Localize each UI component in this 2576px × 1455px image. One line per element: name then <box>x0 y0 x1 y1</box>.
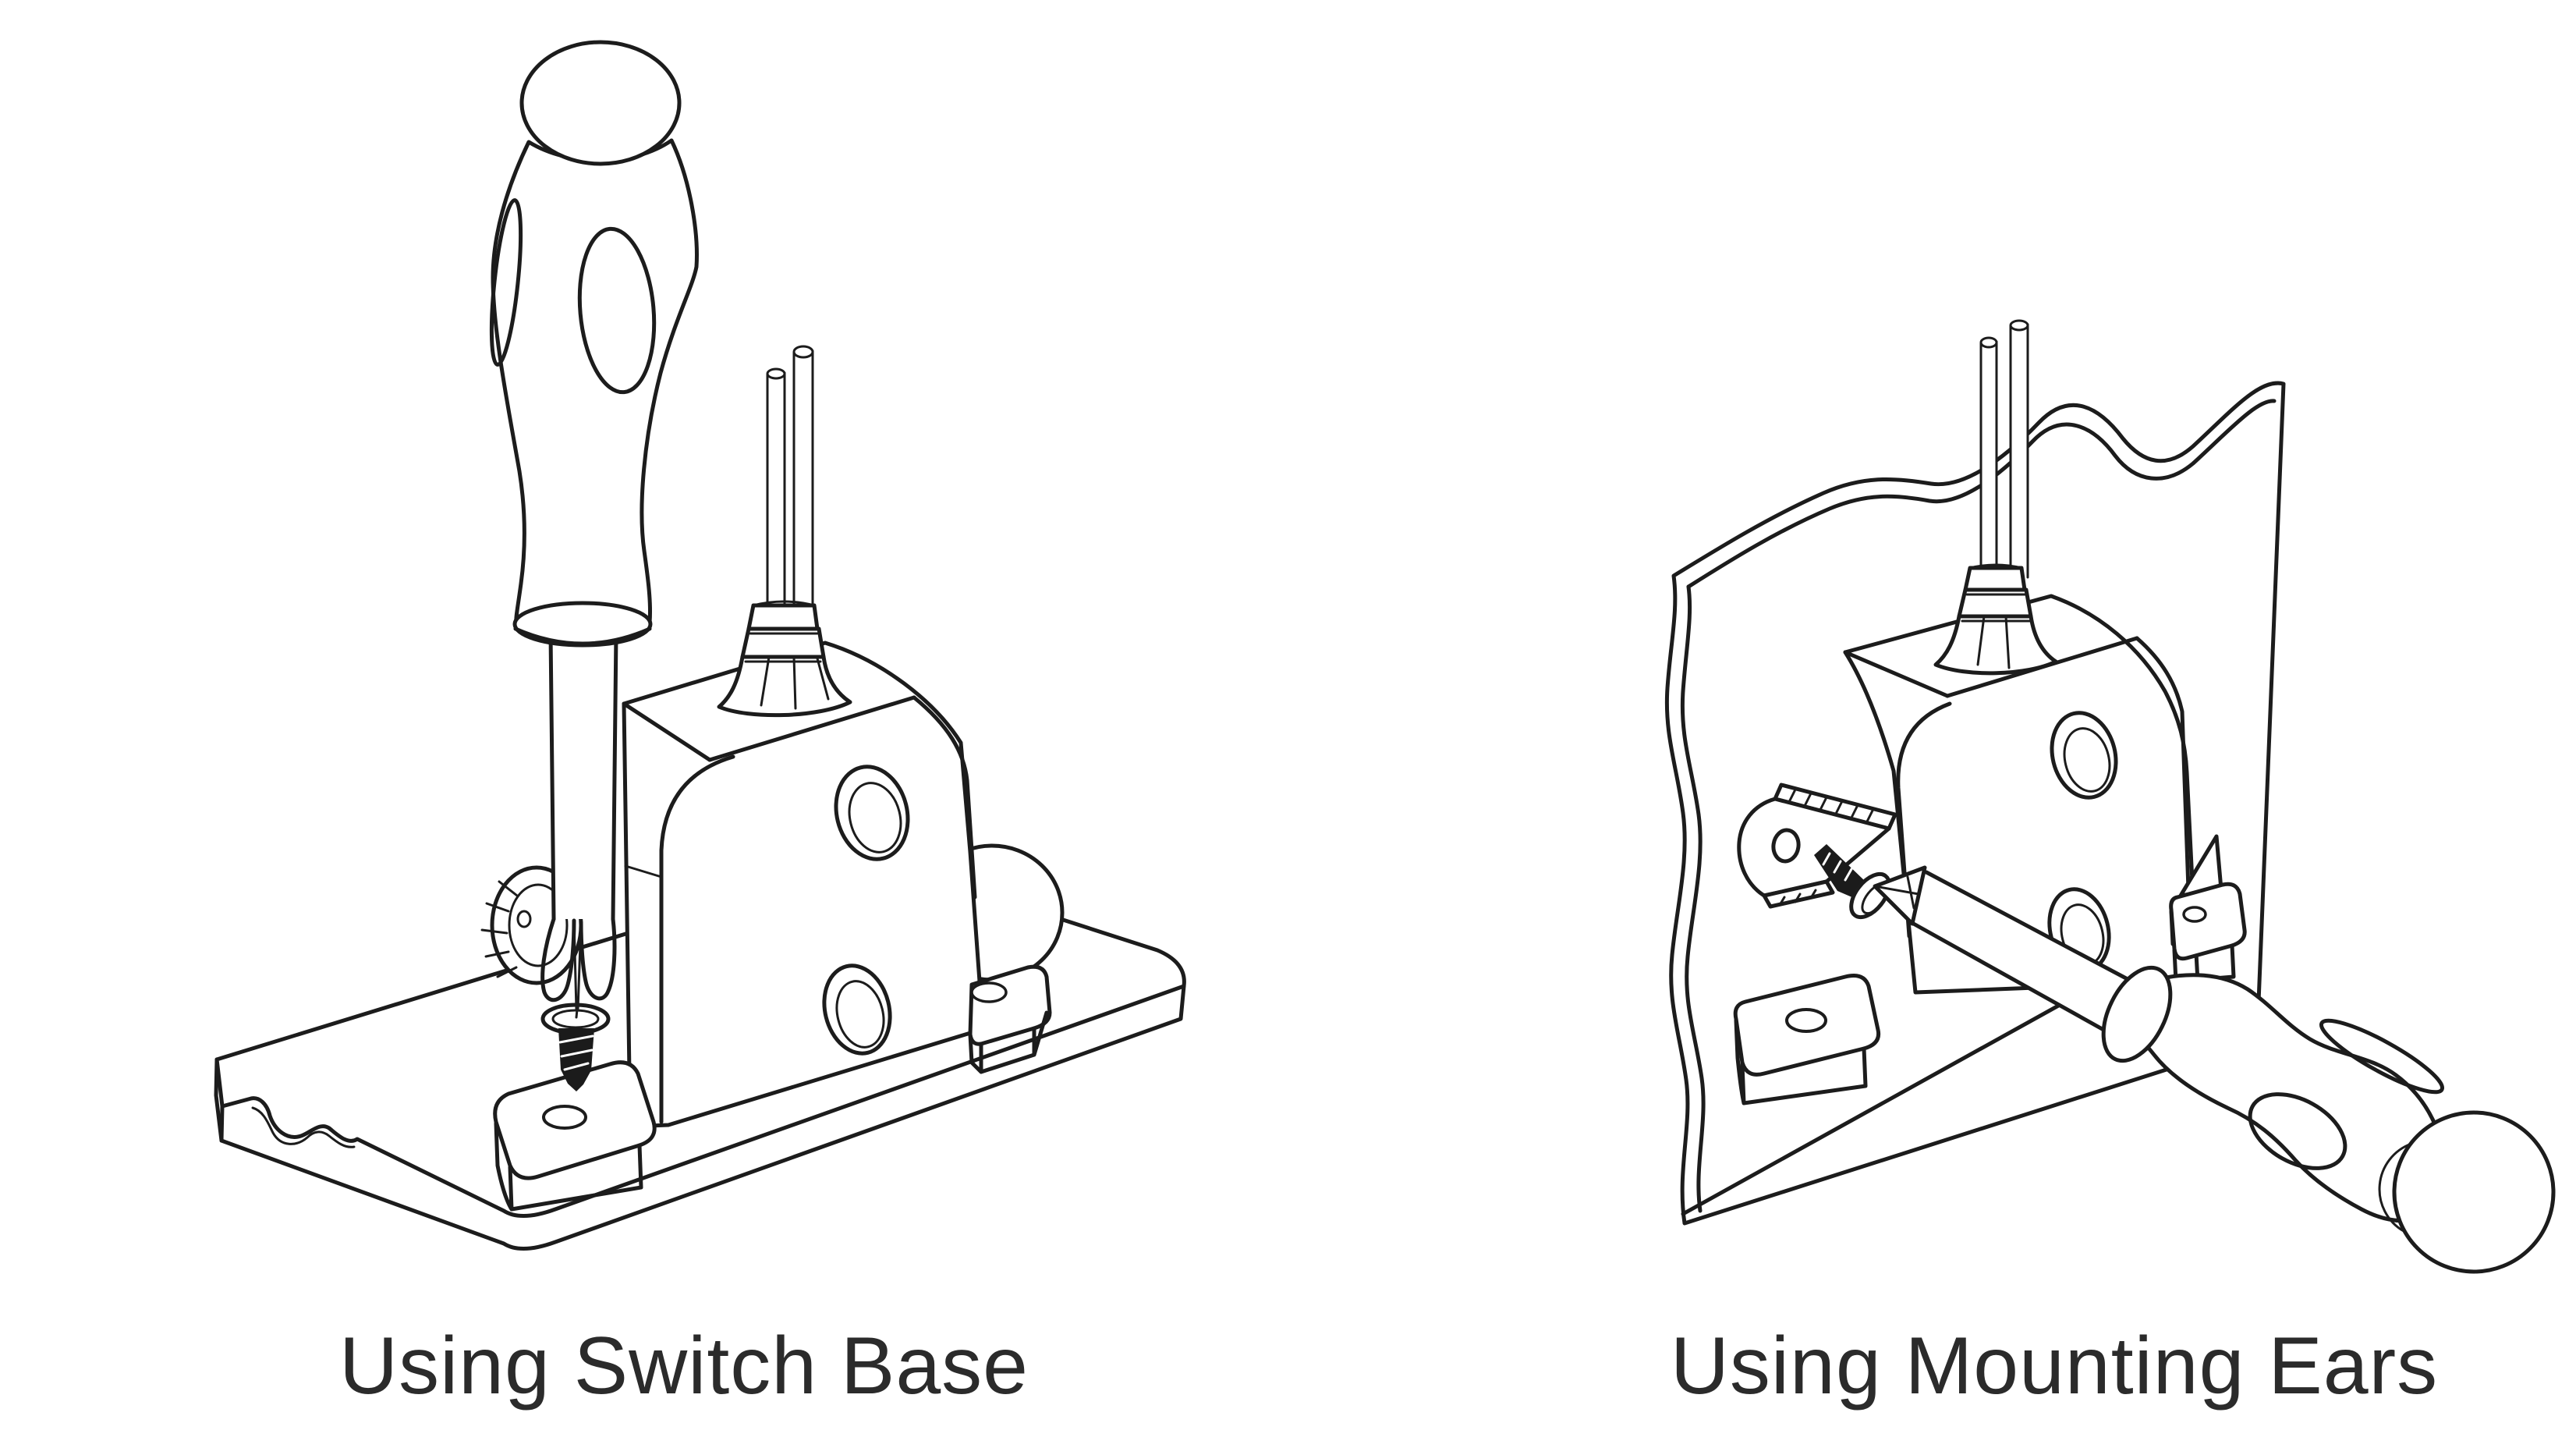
switch-hole-upper-right <box>2050 711 2118 800</box>
phillips-screw <box>540 1003 611 1091</box>
switch-hole-upper <box>834 765 910 861</box>
foot-screw-hole <box>542 1105 587 1130</box>
screwdriver-right <box>1873 865 2556 1274</box>
handle-end-cap <box>2392 1110 2556 1274</box>
handle-grip-oval <box>577 226 657 395</box>
switch-hole-lower <box>822 963 892 1056</box>
plunger-pins-right <box>1979 319 2029 580</box>
figure-mounting-ears <box>1664 319 2556 1274</box>
screwdriver <box>489 40 699 1019</box>
caption-switch-base: Using Switch Base <box>339 1321 1029 1411</box>
handle-grip-oval-right <box>2248 1092 2347 1170</box>
figure-switch-base <box>214 40 1186 1251</box>
switch-foot-left-right-fig <box>1733 974 1881 1105</box>
handle-grip-slot <box>489 198 523 367</box>
phillips-tip <box>540 917 617 1019</box>
handle-grip-slot-right <box>2319 1018 2445 1095</box>
screwdriver-handle <box>489 40 699 648</box>
plunger-collar <box>717 600 852 718</box>
phillips-tip-right <box>1873 865 1927 926</box>
switch-foot-right-right-fig <box>2169 834 2247 984</box>
switch-body <box>622 641 988 1129</box>
plunger-collar-right <box>1933 563 2058 676</box>
mounting-ear <box>1737 783 1897 909</box>
ear-screw-hole <box>1771 828 1801 864</box>
caption-mounting-ears: Using Mounting Ears <box>1671 1321 2438 1411</box>
plunger-pins <box>766 345 814 618</box>
switch-foot-right <box>968 964 1052 1074</box>
switch-foot-left <box>493 1060 657 1212</box>
screwdriver-handle-right <box>2101 965 2556 1274</box>
